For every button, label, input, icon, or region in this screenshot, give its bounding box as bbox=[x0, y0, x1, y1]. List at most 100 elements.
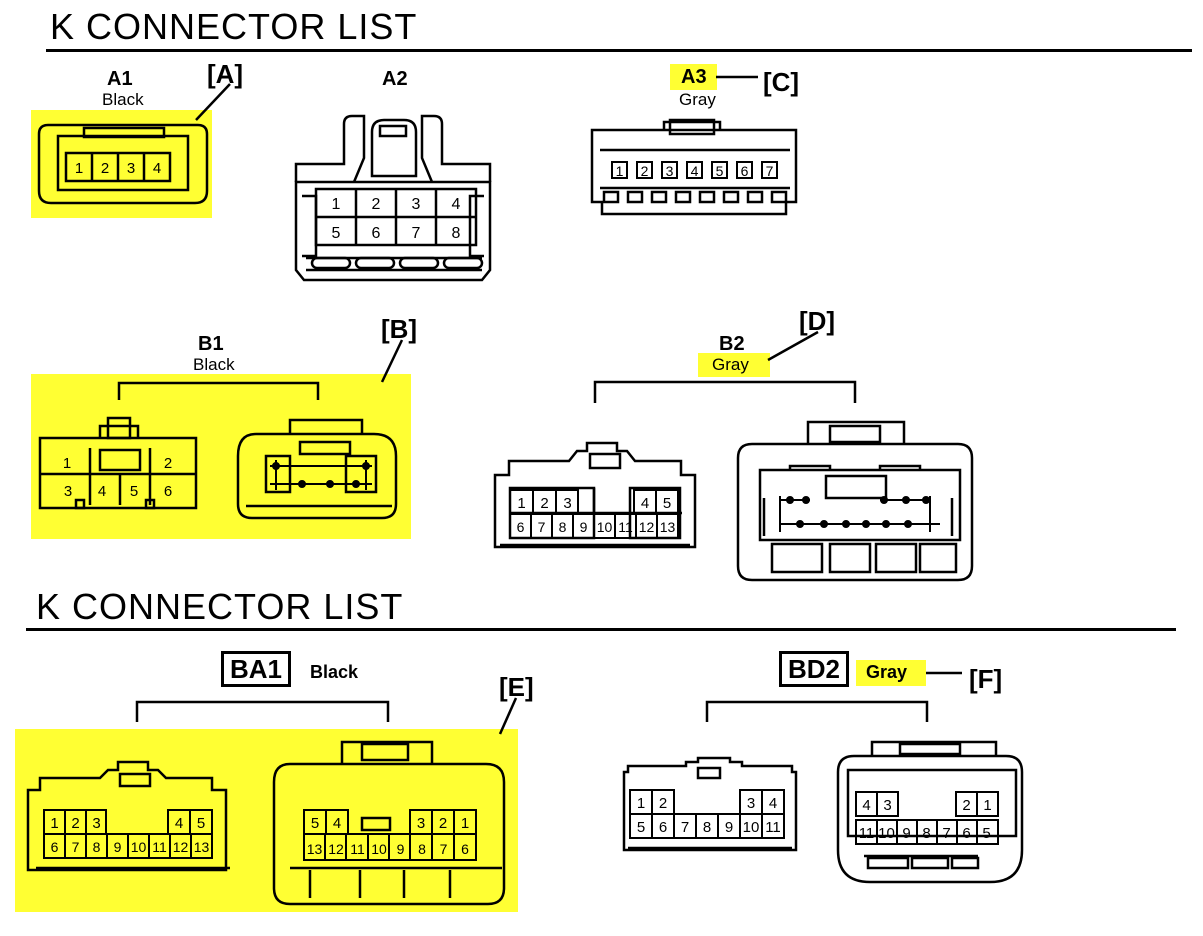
a3-tag: [C] bbox=[763, 67, 800, 97]
bracket-b1 bbox=[117, 381, 320, 400]
pin-number: 2 bbox=[540, 495, 548, 512]
bd2-male-connector bbox=[622, 756, 798, 852]
pin-number: 2 bbox=[439, 815, 447, 832]
pin-number: 4 bbox=[175, 815, 183, 832]
pin-number: 12 bbox=[639, 519, 655, 535]
pin-number: 6 bbox=[741, 163, 749, 179]
pin-number: 2 bbox=[641, 163, 649, 179]
pin-number: 9 bbox=[902, 825, 910, 842]
bd2-code: BD2 bbox=[779, 651, 850, 687]
pin-number: 7 bbox=[681, 819, 689, 836]
a3-code: A3 bbox=[681, 66, 707, 88]
leader-b bbox=[380, 339, 404, 383]
ba1-code: BA1 bbox=[221, 651, 292, 687]
pin-number: 8 bbox=[922, 825, 930, 842]
pin-number: 6 bbox=[659, 819, 667, 836]
a2-code: A2 bbox=[382, 68, 408, 90]
pin-number: 3 bbox=[64, 483, 72, 500]
pin-number: 5 bbox=[716, 163, 724, 179]
pin-number: 11 bbox=[350, 841, 365, 857]
a3-connector bbox=[590, 118, 798, 216]
pin-number: 10 bbox=[597, 519, 613, 535]
pin-number: 6 bbox=[962, 825, 970, 842]
pin-number: 4 bbox=[641, 495, 649, 512]
b1-code: B1 bbox=[198, 333, 224, 355]
leader-d bbox=[767, 330, 819, 362]
pin-number: 13 bbox=[194, 839, 210, 855]
highlight-ba1 bbox=[15, 729, 518, 912]
pin-number: 5 bbox=[637, 819, 645, 836]
b1-tag: [B] bbox=[381, 314, 418, 344]
pin-number: 7 bbox=[766, 163, 774, 179]
pin-number: 4 bbox=[98, 483, 106, 500]
pin-number: 1 bbox=[983, 797, 991, 814]
bd2-male-grid bbox=[629, 789, 785, 839]
pin-number: 9 bbox=[580, 519, 588, 535]
pin-number: 7 bbox=[942, 825, 950, 842]
pin-number: 11 bbox=[152, 839, 167, 855]
pin-number: 2 bbox=[962, 797, 970, 814]
bracket-b2 bbox=[593, 380, 857, 403]
pin-number: 12 bbox=[173, 839, 189, 855]
pin-number: 3 bbox=[92, 815, 100, 832]
pin-number: 5 bbox=[311, 815, 319, 832]
pin-number: 7 bbox=[412, 225, 421, 242]
b1-male-connector bbox=[38, 416, 198, 510]
pin-number: 8 bbox=[418, 841, 426, 857]
bd2-color: Gray bbox=[866, 662, 908, 682]
bracket-bd2 bbox=[705, 700, 929, 722]
pin-number: 4 bbox=[452, 196, 461, 213]
pin-number: 6 bbox=[51, 839, 59, 855]
highlight-a3-label bbox=[670, 64, 717, 90]
pin-number: 1 bbox=[332, 196, 341, 213]
b2-female-connector bbox=[736, 420, 974, 582]
pin-number: 10 bbox=[743, 819, 760, 836]
page-title: K CONNECTOR LIST bbox=[50, 6, 418, 47]
ba1-male-connector bbox=[26, 760, 230, 872]
pin-number: 4 bbox=[862, 797, 870, 814]
ba1-female-connector bbox=[272, 740, 506, 906]
bd2-tag: [F] bbox=[969, 664, 1003, 694]
b1-female-connector bbox=[236, 418, 398, 520]
pin-number: 1 bbox=[50, 815, 58, 832]
pin-number: 9 bbox=[397, 841, 405, 857]
ba1-color: Black bbox=[310, 662, 359, 682]
pin-number: 4 bbox=[153, 160, 161, 177]
a1-tag: [A] bbox=[207, 59, 244, 89]
pin-number: 10 bbox=[371, 841, 387, 857]
pin-number: 5 bbox=[197, 815, 205, 832]
pin-number: 7 bbox=[440, 841, 448, 857]
highlight-b2-color bbox=[698, 353, 770, 377]
leader-a bbox=[195, 83, 231, 121]
pin-number: 4 bbox=[333, 815, 341, 832]
a2-connector bbox=[294, 114, 492, 282]
pin-number: 6 bbox=[517, 519, 525, 535]
pin-number: 1 bbox=[637, 795, 645, 812]
pin-number: 5 bbox=[130, 483, 138, 500]
pin-number: 11 bbox=[618, 519, 633, 535]
pin-number: 3 bbox=[127, 160, 135, 177]
shorting-circuits bbox=[270, 460, 940, 532]
pin-number: 13 bbox=[307, 841, 323, 857]
section-title: K CONNECTOR LIST bbox=[36, 586, 404, 627]
pin-number: 2 bbox=[71, 815, 79, 832]
pin-number: 4 bbox=[769, 795, 777, 812]
pin-number: 1 bbox=[63, 455, 71, 472]
a3-color: Gray bbox=[679, 90, 716, 109]
pin-number: 5 bbox=[663, 495, 671, 512]
pin-number: 1 bbox=[517, 495, 525, 512]
pin-number: 12 bbox=[328, 841, 344, 857]
pin-number: 8 bbox=[93, 839, 101, 855]
a1-code: A1 bbox=[107, 68, 133, 90]
pin-number: 2 bbox=[372, 196, 381, 213]
pin-number: 3 bbox=[747, 795, 755, 812]
section-underline bbox=[26, 628, 1176, 631]
b2-code: B2 bbox=[719, 333, 745, 355]
pin-number: 1 bbox=[75, 160, 83, 177]
pin-number: 6 bbox=[461, 841, 469, 857]
highlight-bd2-color bbox=[856, 660, 926, 686]
bd2-female-connector bbox=[836, 740, 1024, 884]
a3-pin-cells bbox=[611, 161, 778, 179]
